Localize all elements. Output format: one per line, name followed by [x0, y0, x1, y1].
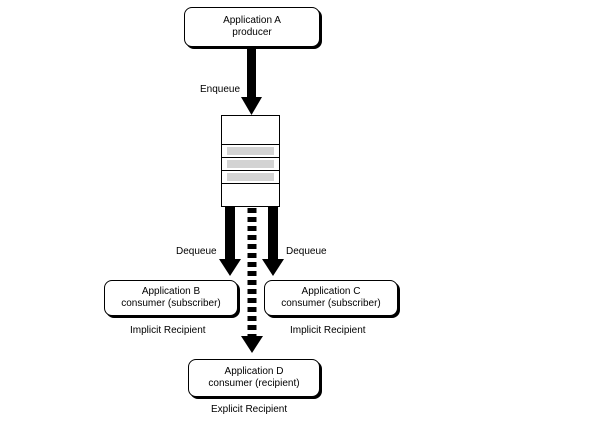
node-b-caption: Implicit Recipient	[130, 325, 206, 336]
node-application-c: Application C consumer (subscriber)	[264, 280, 398, 316]
node-application-a: Application A producer	[184, 7, 320, 47]
queue-message	[222, 170, 279, 183]
dequeue-label-c: Dequeue	[286, 246, 327, 257]
enqueue-arrow	[241, 47, 262, 115]
node-c-subtitle: consumer (subscriber)	[281, 298, 381, 309]
dequeue-arrow-b	[219, 207, 241, 276]
node-a-title: Application A	[223, 15, 281, 26]
node-application-b: Application B consumer (subscriber)	[104, 280, 238, 316]
node-d-caption: Explicit Recipient	[211, 404, 288, 415]
node-a-subtitle: producer	[232, 27, 272, 38]
queue-message	[222, 144, 279, 157]
dequeue-arrow-c	[262, 207, 284, 276]
node-application-d: Application D consumer (recipient)	[188, 359, 320, 397]
node-b-subtitle: consumer (subscriber)	[121, 298, 221, 309]
node-c-title: Application C	[301, 286, 361, 297]
node-d-subtitle: consumer (recipient)	[208, 378, 300, 389]
node-b-title: Application B	[141, 286, 201, 297]
queue-message	[222, 157, 279, 170]
explicit-dashed-arrow	[241, 208, 263, 353]
node-c-caption: Implicit Recipient	[290, 325, 366, 336]
node-d-title: Application D	[224, 366, 284, 377]
message-queue	[221, 115, 280, 207]
enqueue-label: Enqueue	[200, 84, 241, 95]
dequeue-label-b: Dequeue	[176, 246, 217, 257]
